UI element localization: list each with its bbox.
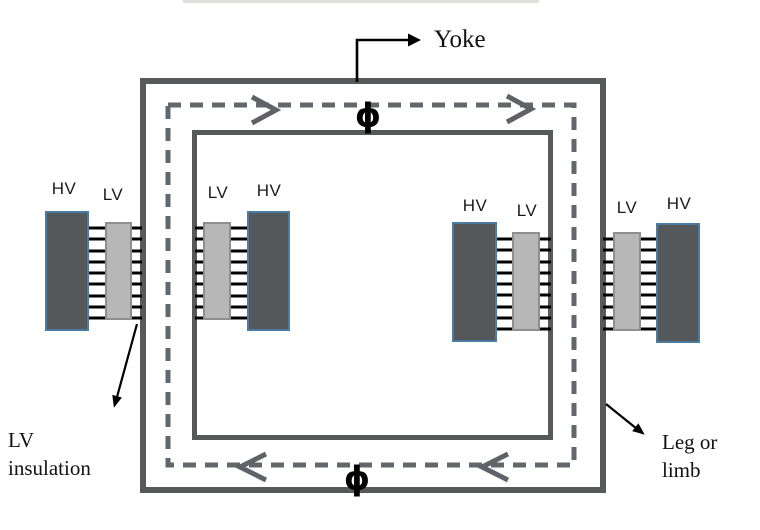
lv-insulation-label-line2: insulation (8, 456, 91, 480)
winding-label-right-inner-lv: LV (516, 201, 538, 220)
yoke-pointer-arrow (355, 38, 408, 82)
hv-winding-left-outer (45, 211, 89, 331)
hatch-right-outer-leg-lv (603, 237, 615, 331)
winding-label-left-outer-lv: LV (102, 185, 124, 204)
leg-label: Leg or limb (662, 428, 717, 484)
flux-arrow-top-right (505, 93, 537, 125)
flux-arrow-bottom-left (234, 451, 268, 483)
leg-pointer-arrowhead (632, 423, 645, 435)
hatch-left-outer-hv-lv (88, 226, 107, 320)
hatch-left-inner-leg-lv (195, 226, 206, 320)
hatch-right-inner-hv-lv (495, 237, 514, 331)
leg-pointer-arrow (605, 403, 638, 430)
yoke-pointer-arrowhead (408, 33, 421, 47)
hatch-left-outer-lv-leg (129, 226, 142, 320)
lv-insulation-label-line1: LV (8, 428, 35, 452)
winding-label-left-inner-lv: LV (207, 183, 229, 202)
lv-winding-right-inner (512, 232, 540, 331)
leg-label-line1: Leg or (662, 430, 718, 454)
lv-insulation-label: LV insulation (8, 426, 91, 482)
lv-insulation-pointer-arrow (115, 323, 139, 398)
lv-insulation-pointer-arrowhead (112, 394, 122, 408)
yoke-label: Yoke (434, 26, 486, 53)
leg-label-line2: limb (662, 458, 701, 482)
flux-arrow-bottom-right (476, 451, 510, 483)
hv-winding-right-outer (656, 223, 700, 343)
flux-phi-bottom-label: ϕ (343, 458, 371, 498)
hatch-left-inner-lv-hv (229, 226, 249, 320)
flux-path-dashed-loop (165, 102, 577, 468)
hatch-right-outer-lv-hv (639, 237, 658, 331)
lv-winding-left-inner (203, 222, 231, 320)
winding-label-right-outer-hv: HV (666, 194, 692, 213)
flux-arrow-top-left (250, 94, 282, 126)
lv-winding-right-outer (613, 232, 641, 331)
hv-winding-right-inner (452, 222, 497, 342)
winding-label-left-outer-hv: HV (51, 179, 77, 198)
cropped-text-artifact (183, 0, 539, 3)
winding-label-left-inner-hv: HV (256, 181, 282, 200)
hv-winding-left-inner (247, 211, 290, 331)
winding-label-right-inner-hv: HV (462, 196, 488, 215)
lv-winding-left-outer (105, 222, 132, 320)
winding-label-right-outer-lv: LV (616, 198, 638, 217)
hatch-right-inner-lv-leg (538, 237, 551, 331)
flux-phi-top-label: ϕ (354, 95, 382, 135)
